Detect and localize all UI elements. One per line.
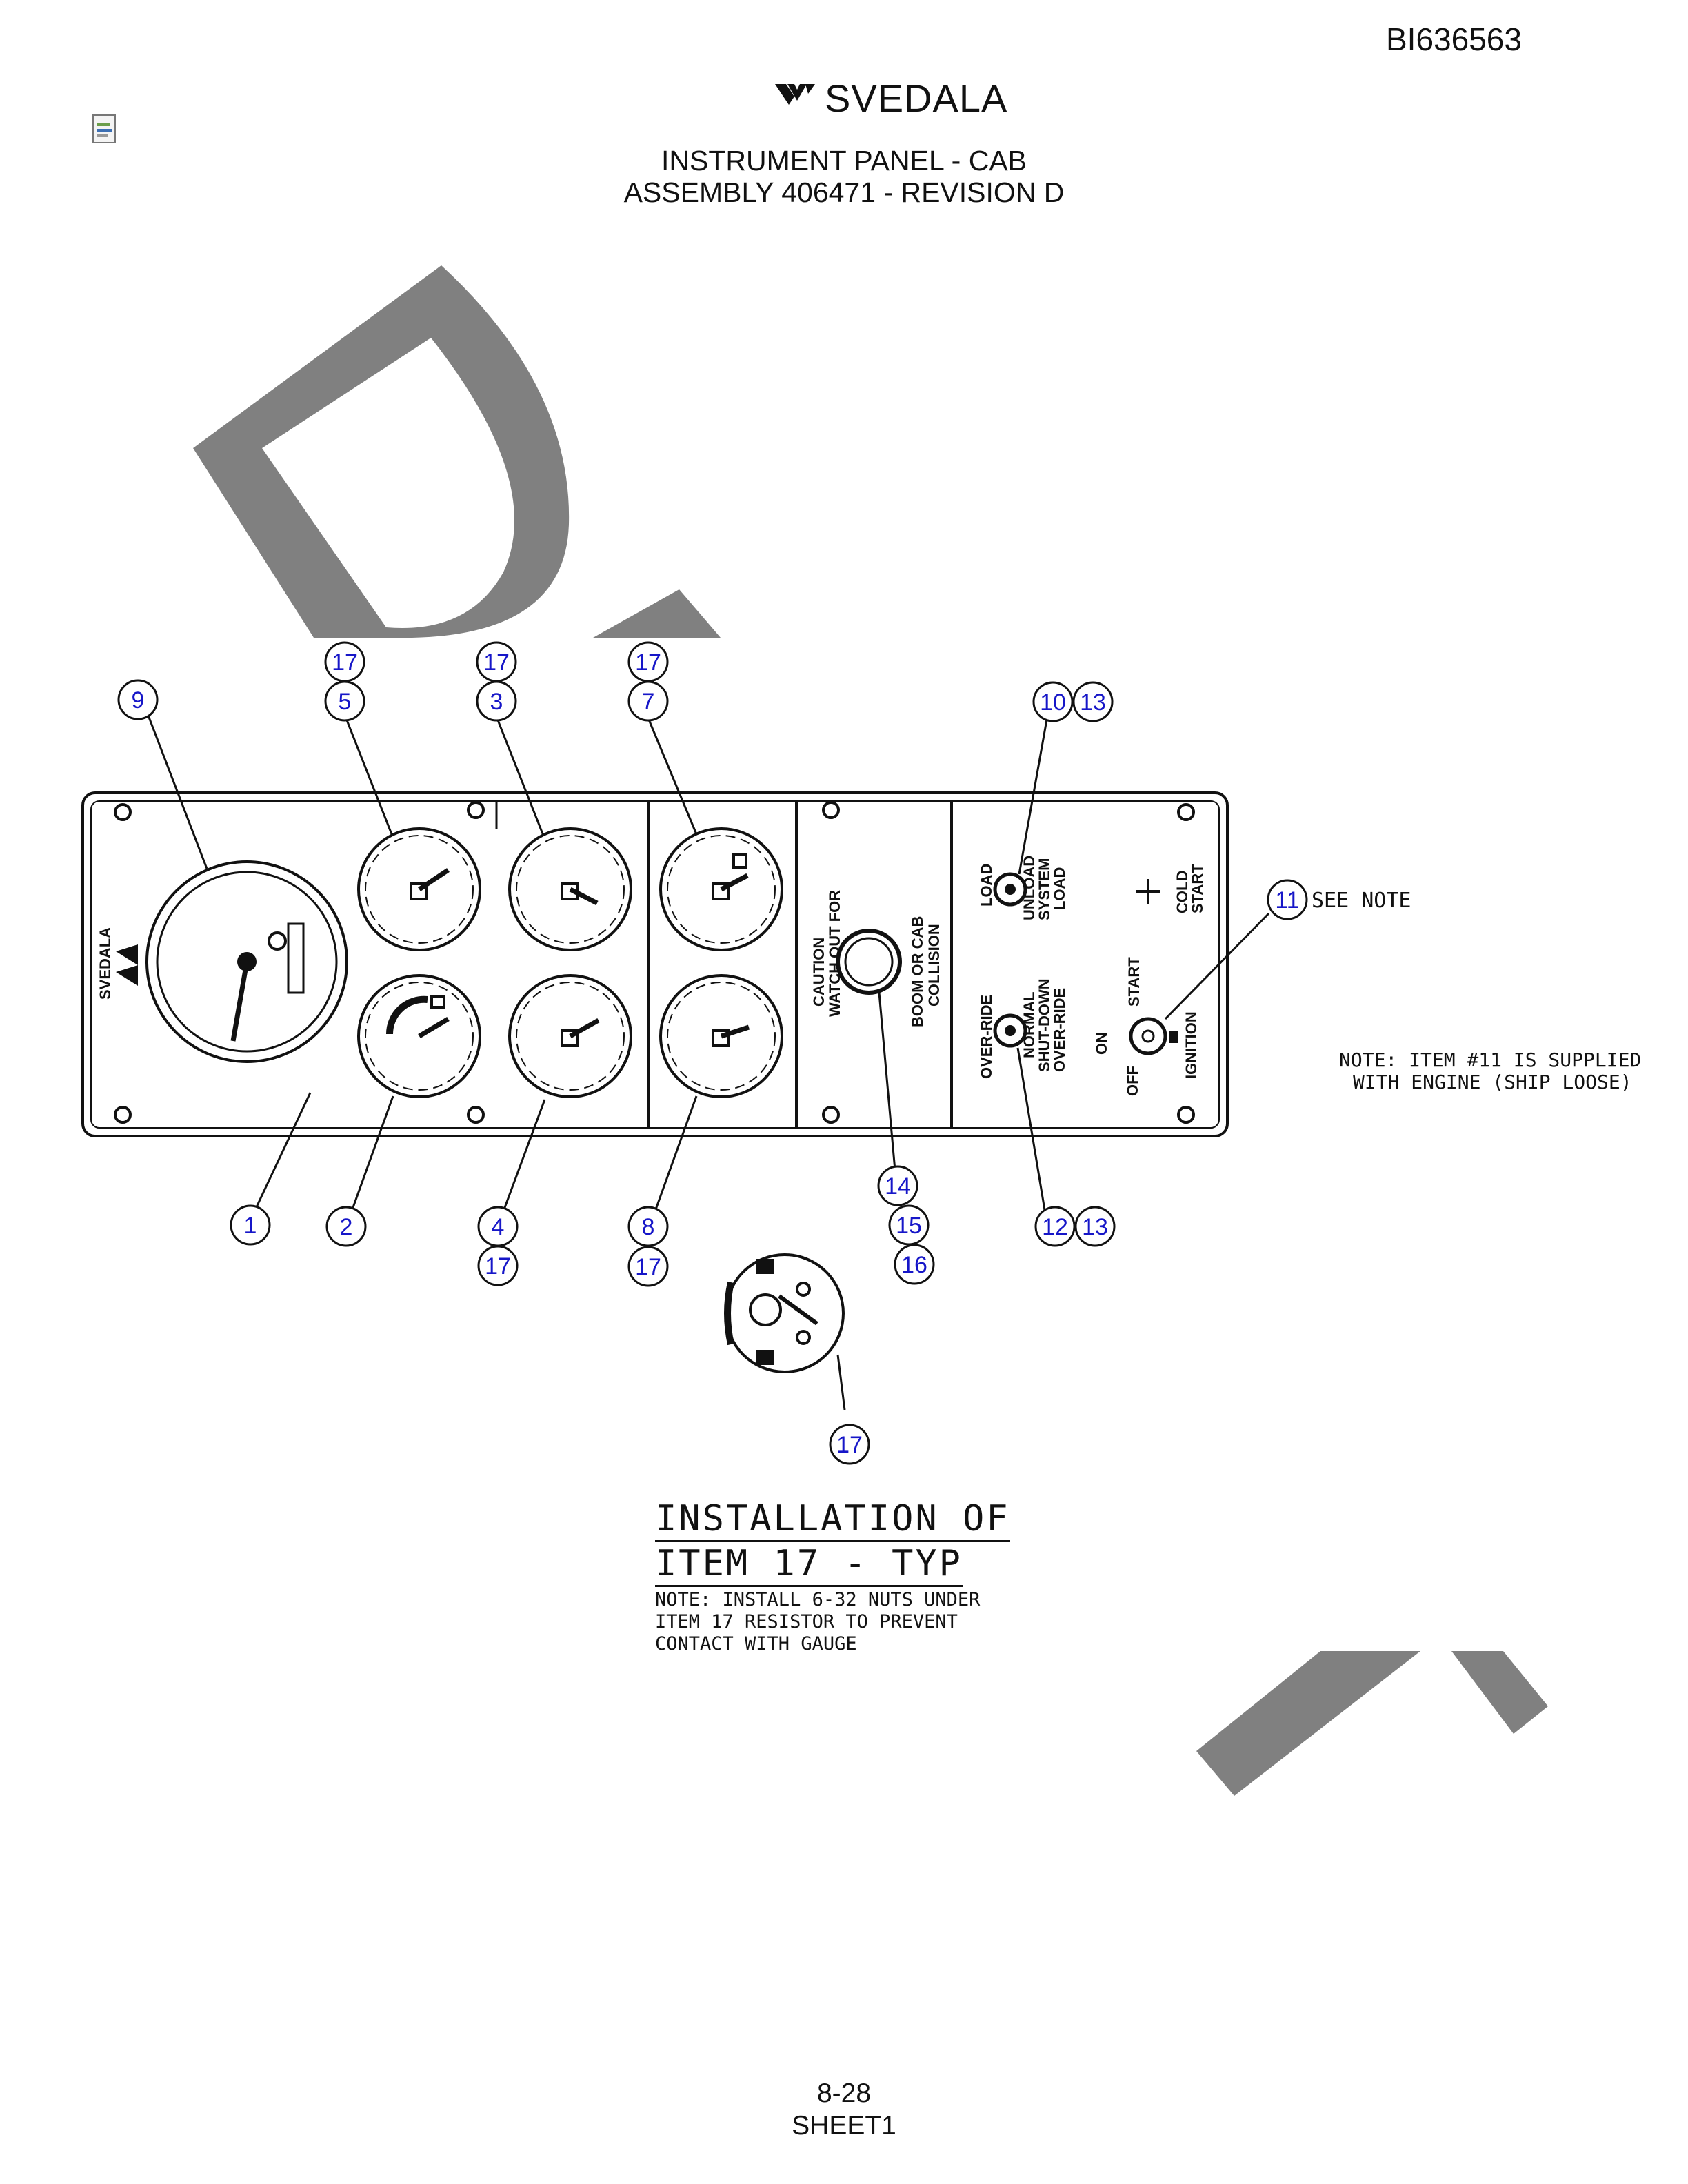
callout-17-e: 17 <box>635 1254 661 1280</box>
callout-8: 8 <box>642 1214 655 1240</box>
callout-3: 3 <box>490 689 503 715</box>
callout-1: 1 <box>244 1213 257 1239</box>
caution-line-4: COLLISION <box>925 924 943 1007</box>
cold-start-label-2: START <box>1189 864 1206 913</box>
installation-note-line-3: CONTACT WITH GAUGE <box>655 1633 857 1655</box>
see-note-label: SEE NOTE <box>1312 889 1411 913</box>
callout-17-b: 17 <box>483 649 510 676</box>
callout-7: 7 <box>642 689 655 715</box>
callout-13-a: 13 <box>1080 689 1106 716</box>
load-switch[interactable] <box>993 872 1027 907</box>
note-item-11-line-2: WITH ENGINE (SHIP LOOSE) <box>1353 1071 1632 1093</box>
installation-note-line-2: ITEM 17 RESISTOR TO PREVENT <box>655 1611 958 1632</box>
fuel-gauge <box>508 827 632 951</box>
installation-note: NOTE: INSTALL 6-32 NUTS UNDER ITEM 17 RE… <box>655 1589 980 1655</box>
page-number: 8-28 <box>816 2079 872 2108</box>
callout-2: 2 <box>340 1214 353 1240</box>
shutdown-label-2: OVER-RIDE <box>1051 988 1068 1072</box>
switch-section: LOAD UNLOAD SYSTEM LOAD COLD START OVER-… <box>978 856 1206 1096</box>
brand-name: SVEDALA <box>825 77 1008 120</box>
note-item-11-line-1: NOTE: ITEM #11 IS SUPPLIED <box>1339 1049 1642 1071</box>
callout-9: 9 <box>132 687 145 714</box>
cold-start-label: COLD <box>1174 871 1191 913</box>
leader-lines <box>145 709 1270 1410</box>
ignition-switch[interactable] <box>1129 1017 1167 1055</box>
callout-17-c: 17 <box>635 649 661 676</box>
note-item-11: NOTE: ITEM #11 IS SUPPLIED WITH ENGINE (… <box>1339 1049 1641 1093</box>
override-switch[interactable] <box>993 1013 1027 1048</box>
shutdown-label: SHUT-DOWN <box>1036 978 1053 1072</box>
caution-label: CAUTION <box>810 938 827 1007</box>
mounting-holes <box>114 801 1195 1124</box>
callouts <box>117 641 1308 1465</box>
document-id: BI636563 <box>1386 21 1522 57</box>
voltmeter-gauge <box>357 974 481 1098</box>
resistor-detail <box>724 1253 845 1373</box>
panel-brand: SVEDALA <box>97 927 114 1000</box>
callout-15: 15 <box>896 1213 922 1239</box>
system-load-label: SYSTEM <box>1036 858 1053 920</box>
callout-12: 12 <box>1042 1214 1068 1240</box>
watermark-letter-d <box>193 265 570 638</box>
load-label: LOAD <box>978 864 995 907</box>
installation-title-line-1: INSTALLATION OF <box>655 1497 1010 1542</box>
start-label: START <box>1125 957 1143 1007</box>
callout-5: 5 <box>339 689 352 715</box>
callout-10: 10 <box>1040 689 1066 716</box>
callout-11: 11 <box>1275 887 1299 913</box>
transmission-temp-gauge <box>659 827 783 951</box>
caution-section: CAUTION WATCH OUT FOR BOOM OR CAB COLLIS… <box>810 890 943 1027</box>
off-label: OFF <box>1124 1066 1141 1096</box>
panel-logo-icon <box>116 944 138 986</box>
svedala-logo-mark-icon <box>775 84 815 105</box>
callout-17-f: 17 <box>836 1432 863 1458</box>
oil-pressure-gauge <box>357 827 481 951</box>
installation-title-line-2: ITEM 17 - TYP <box>655 1542 963 1587</box>
watermark <box>193 265 1548 1796</box>
normal-label: NORMAL <box>1021 991 1038 1058</box>
callout-16: 16 <box>901 1252 927 1278</box>
callout-17-d: 17 <box>485 1253 511 1280</box>
installation-note-line-1: NOTE: INSTALL 6-32 NUTS UNDER <box>655 1589 981 1610</box>
watermark-bar-left <box>1196 1651 1420 1796</box>
callout-14: 14 <box>885 1173 911 1200</box>
unload-label: UNLOAD <box>1021 856 1038 920</box>
override-label: OVER-RIDE <box>978 995 995 1079</box>
ignition-label: IGNITION <box>1183 1011 1200 1079</box>
on-label: ON <box>1093 1032 1110 1055</box>
caution-line-2: WATCH OUT FOR <box>826 890 843 1017</box>
page-title-line-2: ASSEMBLY 406471 - REVISION D <box>623 176 1065 208</box>
tachometer-gauge <box>145 860 348 1063</box>
caution-line-3: BOOM OR CAB <box>909 916 926 1027</box>
callout-13-b: 13 <box>1082 1214 1108 1240</box>
converter-temp-gauge <box>659 974 783 1098</box>
callout-numbers: 17 17 17 9 5 3 7 10 13 11 1 2 4 8 17 17 … <box>132 649 1300 1458</box>
installation-title: INSTALLATION OF ITEM 17 - TYP <box>655 1497 1010 1587</box>
system-load-label-2: LOAD <box>1051 867 1068 910</box>
callout-4: 4 <box>492 1214 505 1240</box>
document-icon[interactable] <box>92 114 116 143</box>
water-temp-gauge <box>508 974 632 1098</box>
watermark-triangle <box>593 589 721 638</box>
page-title-line-1: INSTRUMENT PANEL - CAB <box>661 145 1027 176</box>
caution-light[interactable] <box>836 929 902 995</box>
sheet-label: SHEET1 <box>792 2111 896 2141</box>
callout-17-a: 17 <box>332 649 358 676</box>
watermark-bar-right <box>1451 1651 1548 1734</box>
